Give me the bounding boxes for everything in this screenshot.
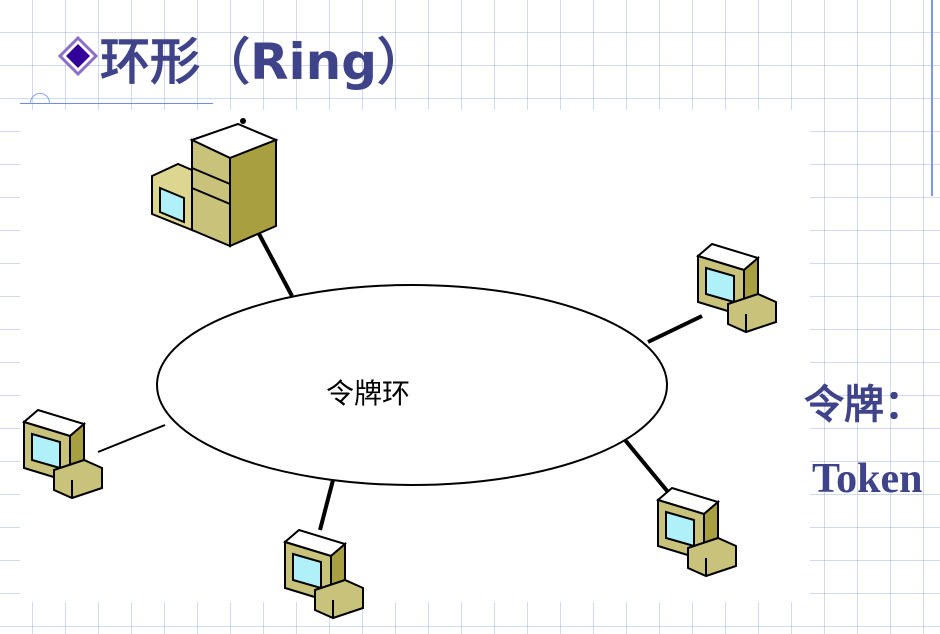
link-left-pc [97, 424, 166, 453]
slide-title-text: 环形（Ring） [100, 33, 428, 91]
network-links [97, 231, 703, 531]
token-ring [156, 284, 668, 486]
link-right-pc [647, 314, 703, 344]
token-term: Token [812, 456, 923, 502]
workstation-computer-icon [284, 529, 364, 619]
server-computer-icon [151, 118, 279, 248]
ring-label: 令牌环 [326, 377, 411, 410]
right-border-line [931, 0, 933, 196]
link-server [256, 231, 294, 297]
link-bottom-pc [318, 479, 335, 531]
token-label: 令牌： [804, 382, 924, 428]
title-underline [20, 103, 213, 104]
workstation-computer-icon [697, 243, 777, 333]
workstation-computer-icon [23, 409, 103, 499]
workstation-computer-icon [657, 487, 737, 577]
diamond-bullet-icon [58, 36, 98, 76]
link-bottom-right-pc [623, 438, 670, 494]
slide-title: 环形（Ring） [58, 22, 427, 94]
